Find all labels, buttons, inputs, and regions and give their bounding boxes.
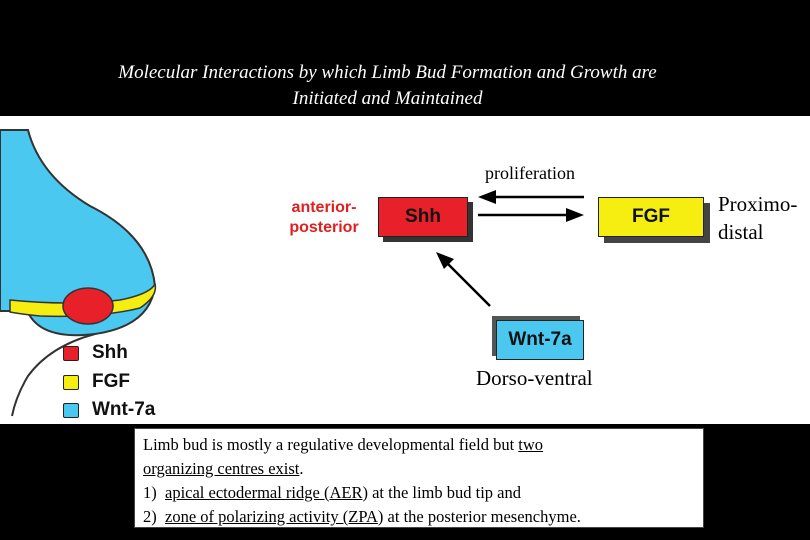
ap-line-2: posterior <box>289 219 359 236</box>
description-line-4: 2) zone of polarizing activity (ZPA) at … <box>143 507 581 526</box>
legend-swatch-wnt <box>63 403 79 418</box>
legend-label-wnt: Wnt-7a <box>92 399 156 420</box>
diagram-graphics <box>0 129 584 417</box>
slide-title: Molecular Interactions by which Limb Bud… <box>10 60 765 112</box>
ap-line-1: anterior- <box>291 199 357 216</box>
proximo-line-1: Proximo- <box>718 192 798 216</box>
description-line-2: organizing centres exist. <box>143 459 304 478</box>
description-line-3: 1) apical ectodermal ridge (AER) at the … <box>143 483 522 502</box>
description-box: Limb bud is mostly a regulative developm… <box>134 428 704 528</box>
title-line-2: Initiated and Maintained <box>292 88 483 109</box>
proximo-distal-label: Proximo- distal <box>718 190 810 246</box>
title-bar: Molecular Interactions by which Limb Bud… <box>0 0 810 116</box>
arrow-to-fgf <box>478 208 584 222</box>
shh-box: Shh <box>378 197 468 237</box>
dorso-ventral-label: Dorso-ventral <box>476 366 593 390</box>
wnt-7a-box: Wnt-7a <box>496 320 584 360</box>
legend-swatch-shh <box>63 346 79 361</box>
proliferation-label: proliferation <box>485 163 575 183</box>
legend-label-fgf: FGF <box>92 371 130 392</box>
arrow-wnt-to-shh <box>436 252 491 307</box>
arrow-to-shh <box>478 190 584 204</box>
anterior-posterior-label: anterior- posterior <box>276 198 372 238</box>
limb-bud-lower-outline <box>11 333 96 417</box>
legend-label-shh: Shh <box>92 342 128 363</box>
fgf-box: FGF <box>598 197 704 237</box>
legend-swatch-fgf <box>63 375 79 390</box>
title-line-1: Molecular Interactions by which Limb Bud… <box>118 62 657 83</box>
description-line-1: Limb bud is mostly a regulative developm… <box>143 435 544 454</box>
proximo-line-2: distal <box>718 220 764 244</box>
zpa-region <box>62 287 114 325</box>
